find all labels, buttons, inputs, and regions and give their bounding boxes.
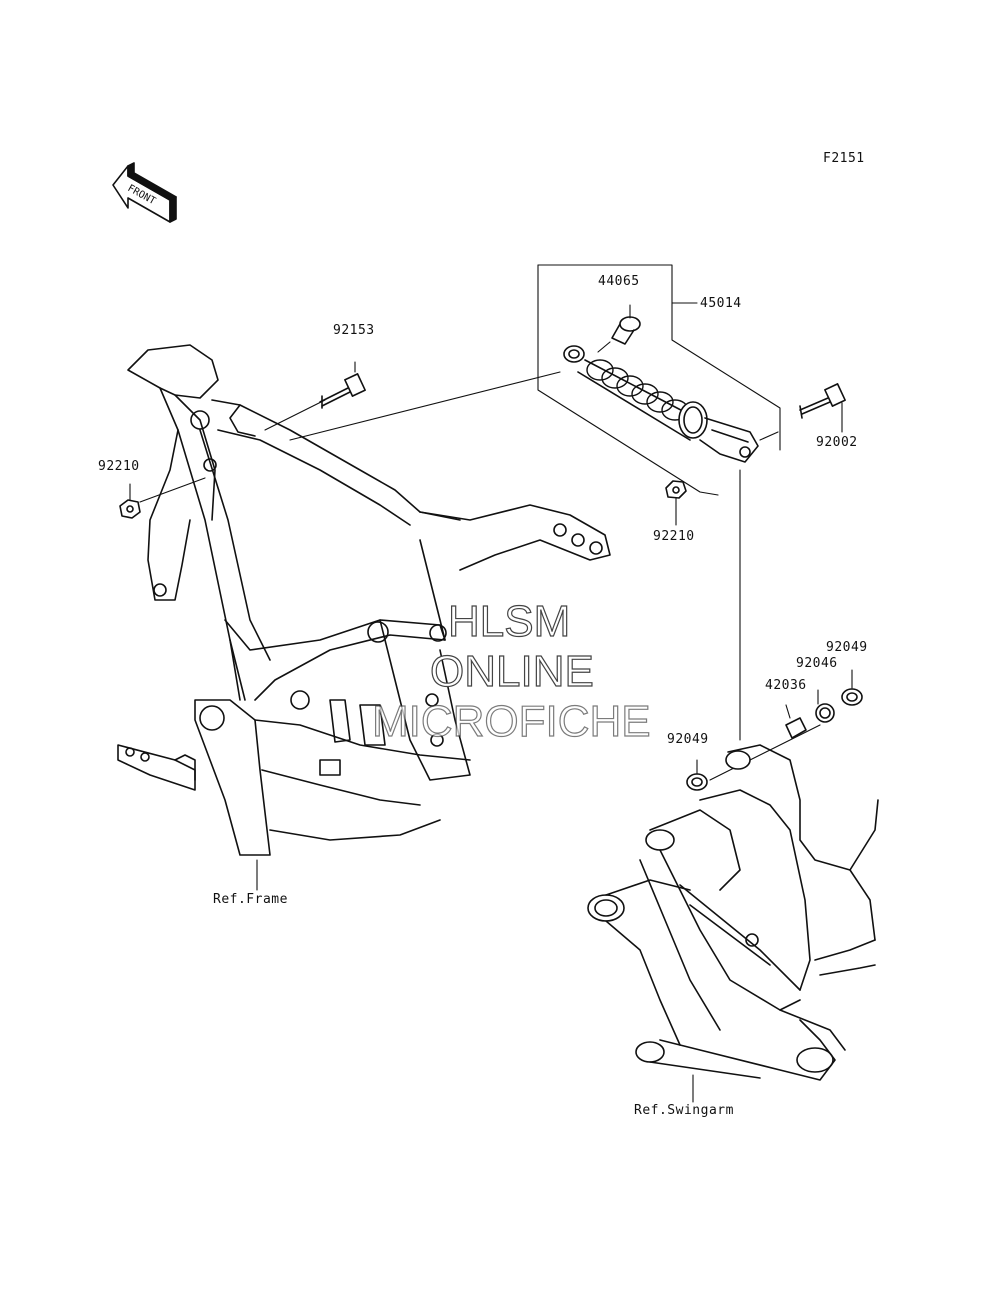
swingarm-drawing [587,669,879,1103]
shock-absorber-drawing [537,264,846,741]
part-label-92049-top[interactable]: 92049 [826,640,868,655]
front-arrow-icon: FRONT [112,162,177,223]
ref-swingarm-label[interactable]: Ref.Swingarm [634,1103,734,1118]
part-label-44065[interactable]: 44065 [598,274,640,289]
part-label-92046[interactable]: 92046 [796,656,838,671]
part-label-92210-right[interactable]: 92210 [653,529,695,544]
part-label-92049-left[interactable]: 92049 [667,732,709,747]
ref-frame-label[interactable]: Ref.Frame [213,892,288,907]
part-label-45014[interactable]: 45014 [700,296,742,311]
figure-code: F2151 [823,151,865,166]
part-label-92153[interactable]: 92153 [333,323,375,338]
part-label-92210-left[interactable]: 92210 [98,459,140,474]
bolt-92153-icon [319,361,366,409]
frame-drawing [117,344,611,891]
watermark-line2: ONLINE [429,647,594,696]
part-label-92002[interactable]: 92002 [816,435,858,450]
part-label-42036[interactable]: 42036 [765,678,807,693]
nut-92210-left-icon [119,483,141,519]
watermark-line3: MICROFICHE [371,697,651,746]
watermark-line1: HLSM [447,597,571,646]
